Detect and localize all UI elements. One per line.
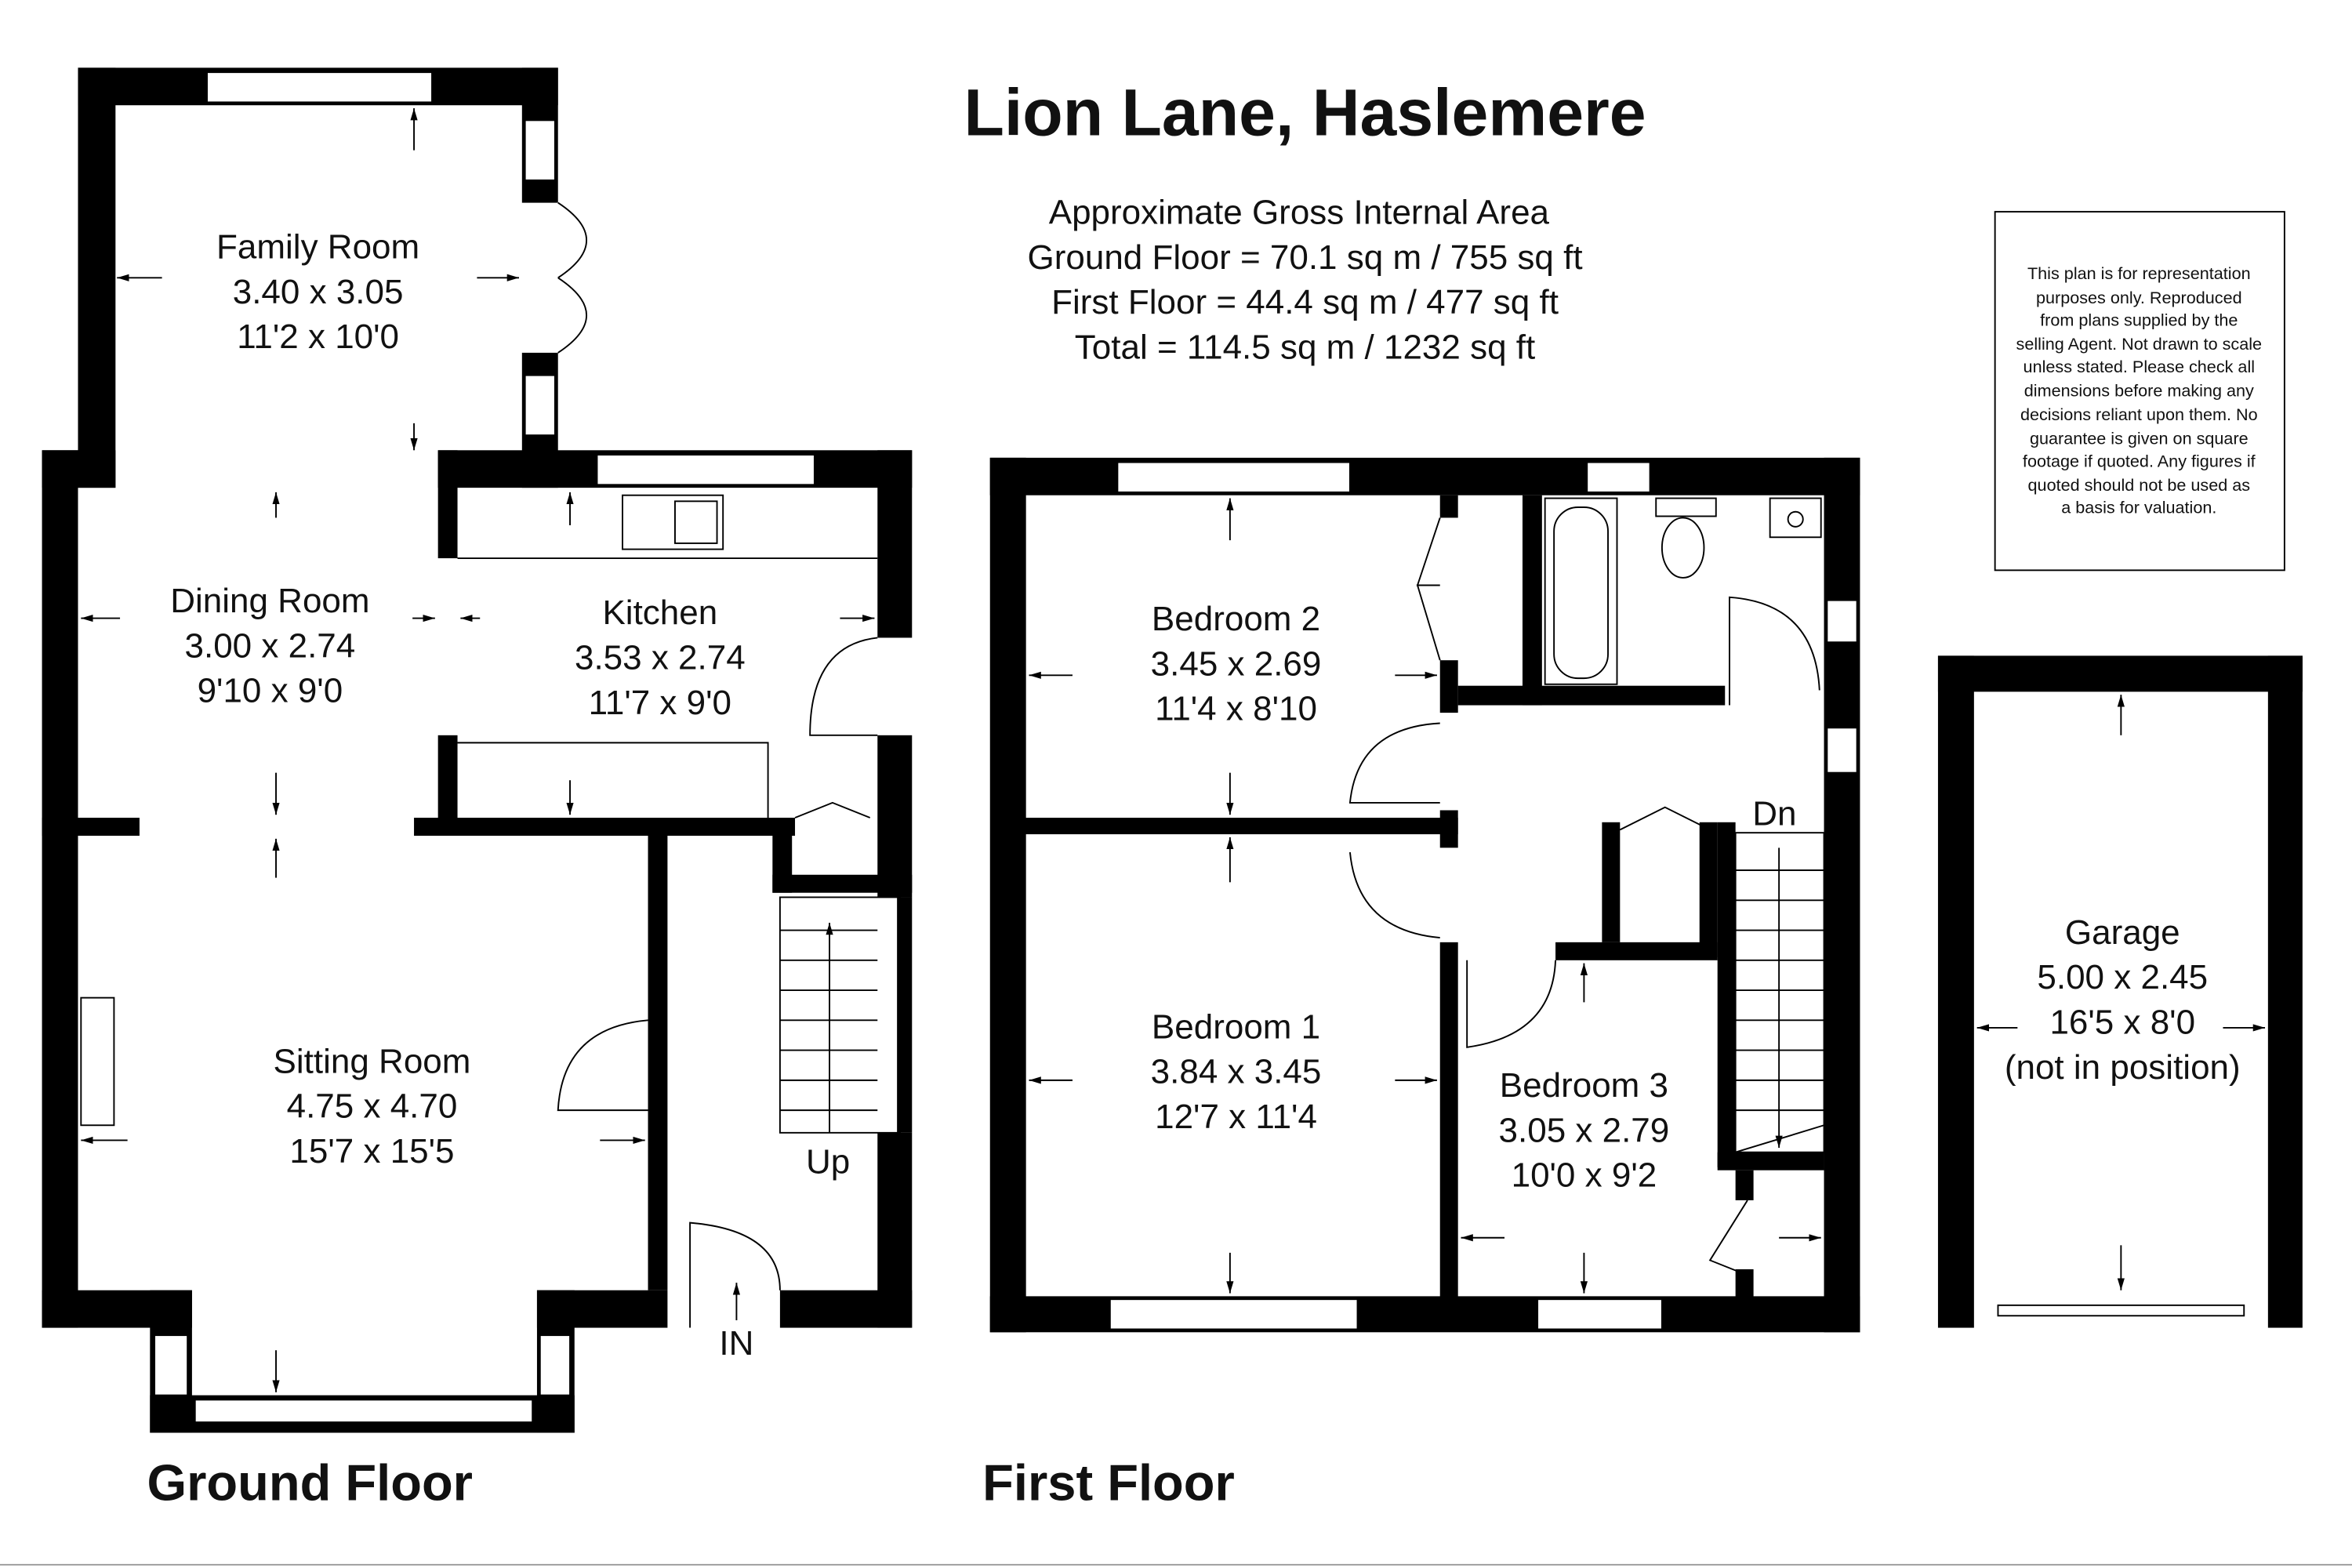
ground-floor-plan: Family Room 3.40 x 3.05 11'2 x 10'0 Dini… (42, 67, 913, 1512)
room-family-room: Family Room 3.40 x 3.05 11'2 x 10'0 (216, 227, 419, 356)
room-imperial: 12'7 x 11'4 (1155, 1098, 1317, 1136)
room-imperial: 11'7 x 9'0 (589, 684, 731, 722)
room-name: Bedroom 3 (1500, 1066, 1668, 1105)
plan-title: Lion Lane, Haslemere (964, 76, 1646, 150)
room-imperial: 15'7 x 15'5 (289, 1132, 454, 1171)
garage-note: (not in position) (2005, 1048, 2241, 1087)
room-sitting-room: Sitting Room 4.75 x 4.70 15'7 x 15'5 (274, 1042, 471, 1171)
disclaimer-line: selling Agent. Not drawn to scale (2016, 334, 2263, 354)
room-imperial: 11'4 x 8'10 (1155, 690, 1317, 728)
first-floor-label: First Floor (982, 1454, 1235, 1512)
room-imperial: 16'5 x 8'0 (2049, 1004, 2195, 1042)
room-name: Garage (2065, 913, 2180, 952)
area-heading: Approximate Gross Internal Area (1049, 193, 1550, 231)
room-name: Kitchen (602, 593, 717, 632)
room-bedroom-2: Bedroom 2 3.45 x 2.69 11'4 x 8'10 (1151, 600, 1322, 728)
room-metric: 5.00 x 2.45 (2037, 958, 2208, 996)
disclaimer-line: a basis for valuation. (2061, 498, 2216, 517)
first-floor-plan: Bedroom 2 3.45 x 2.69 11'4 x 8'10 Bedroo… (982, 457, 1860, 1512)
disclaimer-line: quoted should not be used as (2028, 475, 2251, 495)
disclaimer-line: decisions reliant upon them. No (2020, 405, 2258, 424)
disclaimer-line: dimensions before making any (2024, 380, 2254, 400)
first-stairs (1734, 832, 1825, 1153)
room-bedroom-1: Bedroom 1 3.84 x 3.45 12'7 x 11'4 (1151, 1007, 1322, 1136)
ground-floor-label: Ground Floor (147, 1454, 472, 1512)
disclaimer-line: This plan is for representation (2027, 263, 2251, 283)
stairs-down-label: Dn (1752, 795, 1796, 833)
area-first: First Floor = 44.4 sq m / 477 sq ft (1051, 283, 1559, 321)
room-name: Bedroom 2 (1152, 600, 1320, 638)
room-name: Bedroom 1 (1152, 1007, 1320, 1046)
stairs-up-label: Up (806, 1142, 850, 1181)
room-imperial: 11'2 x 10'0 (237, 318, 399, 356)
area-total: Total = 114.5 sq m / 1232 sq ft (1075, 328, 1535, 367)
room-metric: 3.00 x 2.74 (185, 626, 356, 665)
room-name: Sitting Room (274, 1042, 471, 1080)
bath-icon (1544, 497, 1618, 685)
room-metric: 3.84 x 3.45 (1151, 1053, 1322, 1091)
toilet-icon (1655, 497, 1717, 579)
basin-icon (1769, 497, 1822, 539)
entrance-label: IN (719, 1324, 753, 1363)
room-imperial: 9'10 x 9'0 (198, 672, 343, 710)
room-metric: 3.53 x 2.74 (575, 639, 746, 677)
room-imperial: 10'0 x 9'2 (1512, 1156, 1657, 1195)
disclaimer-line: purposes only. Reproduced (2036, 288, 2242, 307)
garage-plan: Garage 5.00 x 2.45 16'5 x 8'0 (not in po… (1937, 655, 2303, 1328)
room-name: Family Room (216, 227, 419, 266)
dimension-arrows (1029, 498, 1821, 1294)
room-metric: 3.05 x 2.79 (1499, 1111, 1670, 1149)
ground-stairs (779, 896, 901, 1134)
disclaimer-line: footage if quoted. Any figures if (2023, 451, 2256, 470)
disclaimer-line: unless stated. Please check all (2024, 357, 2256, 376)
dimension-arrows (81, 108, 875, 1392)
disclaimer-line: guarantee is given on square (2030, 429, 2249, 448)
room-name: Dining Room (170, 582, 369, 620)
area-summary: Approximate Gross Internal Area Ground F… (1028, 193, 1583, 366)
room-bedroom-3: Bedroom 3 3.05 x 2.79 10'0 x 9'2 (1499, 1066, 1670, 1195)
room-metric: 3.40 x 3.05 (233, 273, 404, 311)
room-metric: 3.45 x 2.69 (1151, 644, 1322, 683)
room-dining-room: Dining Room 3.00 x 2.74 9'10 x 9'0 (170, 582, 369, 710)
disclaimer-line: from plans supplied by the (2040, 310, 2238, 329)
disclaimer-box: This plan is for representation purposes… (1994, 211, 2285, 572)
area-ground: Ground Floor = 70.1 sq m / 755 sq ft (1028, 238, 1583, 277)
room-kitchen: Kitchen 3.53 x 2.74 11'7 x 9'0 (575, 593, 746, 722)
room-metric: 4.75 x 4.70 (287, 1087, 458, 1126)
